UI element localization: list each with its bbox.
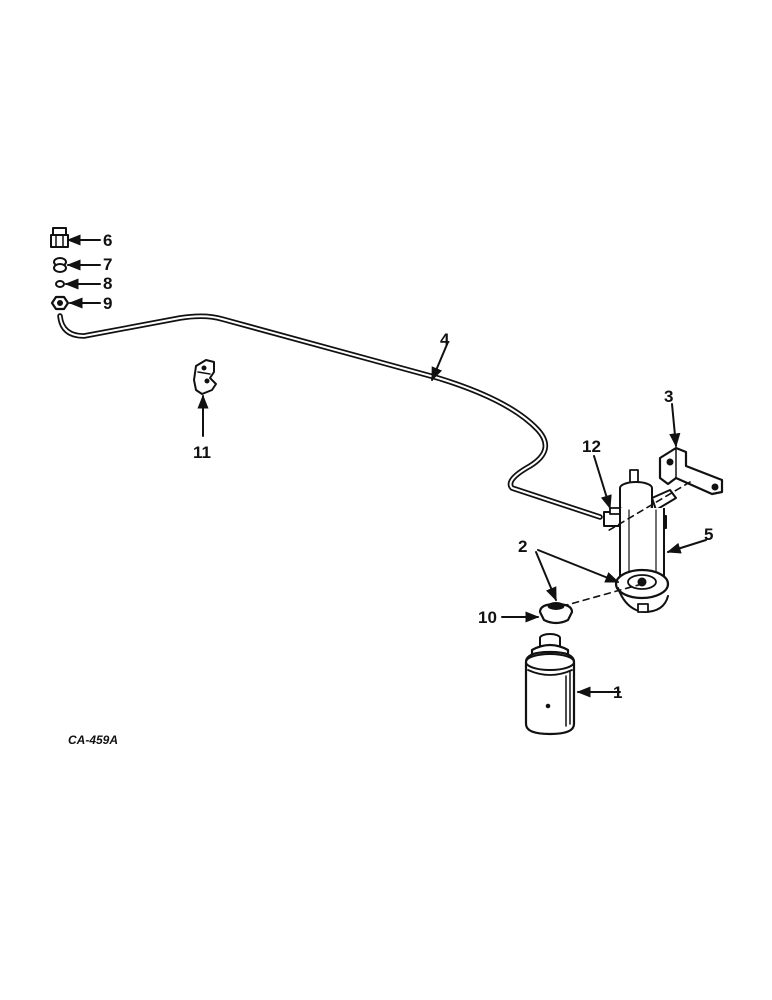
clip-11 (193, 359, 217, 395)
filter-housing-5 (603, 469, 677, 613)
callout-9: 9 (103, 294, 112, 313)
callout-6: 6 (103, 231, 112, 250)
arrow-4 (431, 341, 449, 382)
tube-4 (57, 313, 603, 520)
callout-3: 3 (664, 387, 673, 406)
arrow-2-gasket (535, 551, 557, 602)
callout-1: 1 (613, 683, 622, 702)
callout-10: 10 (478, 608, 497, 627)
alignment-line-bracket (605, 481, 691, 533)
fitting-8-ring (55, 280, 65, 288)
callout-12: 12 (582, 437, 601, 456)
callout-4: 4 (440, 330, 450, 349)
filter-element-1 (524, 633, 576, 736)
callout-11: 11 (193, 443, 211, 462)
arrow-2-seat (537, 549, 620, 583)
bracket-3 (658, 446, 724, 496)
callout-5: 5 (704, 525, 713, 544)
arrow-12 (593, 455, 612, 510)
alignment-line-filter (555, 583, 643, 609)
callout-8: 8 (103, 274, 112, 293)
gasket-10 (538, 602, 574, 625)
fitting-6-connector (50, 227, 69, 248)
arrow-3 (669, 403, 681, 448)
fitting-7-sleeve (53, 257, 67, 273)
fitting-9-nut (50, 295, 70, 311)
figure-id: CA-459A (68, 733, 118, 747)
arrow-5 (666, 539, 707, 554)
callout-2: 2 (518, 537, 527, 556)
callout-7: 7 (103, 255, 112, 274)
